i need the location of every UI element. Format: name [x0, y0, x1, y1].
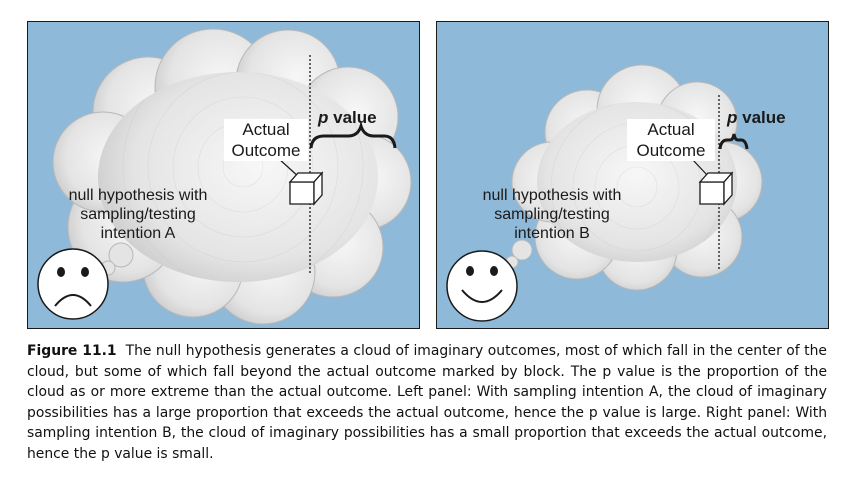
null-distribution-cloud: [52, 28, 412, 325]
actual-outcome-line1: Actual: [647, 120, 695, 139]
p-value-label: p value: [727, 108, 786, 128]
sad-face-icon: [37, 248, 109, 320]
p-value-text: value: [328, 108, 377, 127]
caption-text: The null hypothesis generates a cloud of…: [27, 343, 827, 462]
null-line2: sampling/testing: [80, 206, 196, 223]
null-line3: intention B: [514, 225, 590, 242]
right-panel: Actual Outcome p value null hypothesis w…: [436, 21, 829, 329]
null-hypothesis-label: null hypothesis with sampling/testing in…: [48, 186, 228, 243]
happy-face-icon: [446, 250, 518, 322]
p-value-italic: p: [318, 108, 329, 127]
actual-outcome-line1: Actual: [242, 120, 290, 139]
p-value-italic: p: [727, 108, 738, 127]
left-panel: Actual Outcome p value null hypothesis w…: [27, 21, 420, 329]
pointer-arrow: [690, 157, 710, 178]
null-line1: null hypothesis with: [482, 187, 622, 204]
null-line1: null hypothesis with: [68, 187, 208, 204]
actual-outcome-block: [698, 171, 734, 206]
actual-outcome-label: Actual Outcome: [224, 119, 308, 161]
figure-caption: Figure 11.1 The null hypothesis generate…: [27, 341, 827, 464]
p-value-text: value: [737, 108, 786, 127]
left-panel-graphic: [37, 28, 412, 325]
actual-outcome-line2: Outcome: [636, 141, 706, 160]
actual-outcome-label: Actual Outcome: [627, 119, 715, 161]
p-value-label: p value: [318, 108, 377, 128]
null-line2: sampling/testing: [494, 206, 610, 223]
p-value-brace: [718, 133, 749, 150]
p-value-brace: [309, 120, 397, 149]
right-panel-graphic: [446, 64, 763, 322]
null-hypothesis-label: null hypothesis with sampling/testing in…: [457, 186, 647, 243]
actual-outcome-block: [288, 171, 324, 206]
null-line3: intention A: [100, 225, 176, 242]
figure-label: Figure 11.1: [27, 343, 117, 359]
actual-outcome-line2: Outcome: [231, 141, 301, 160]
